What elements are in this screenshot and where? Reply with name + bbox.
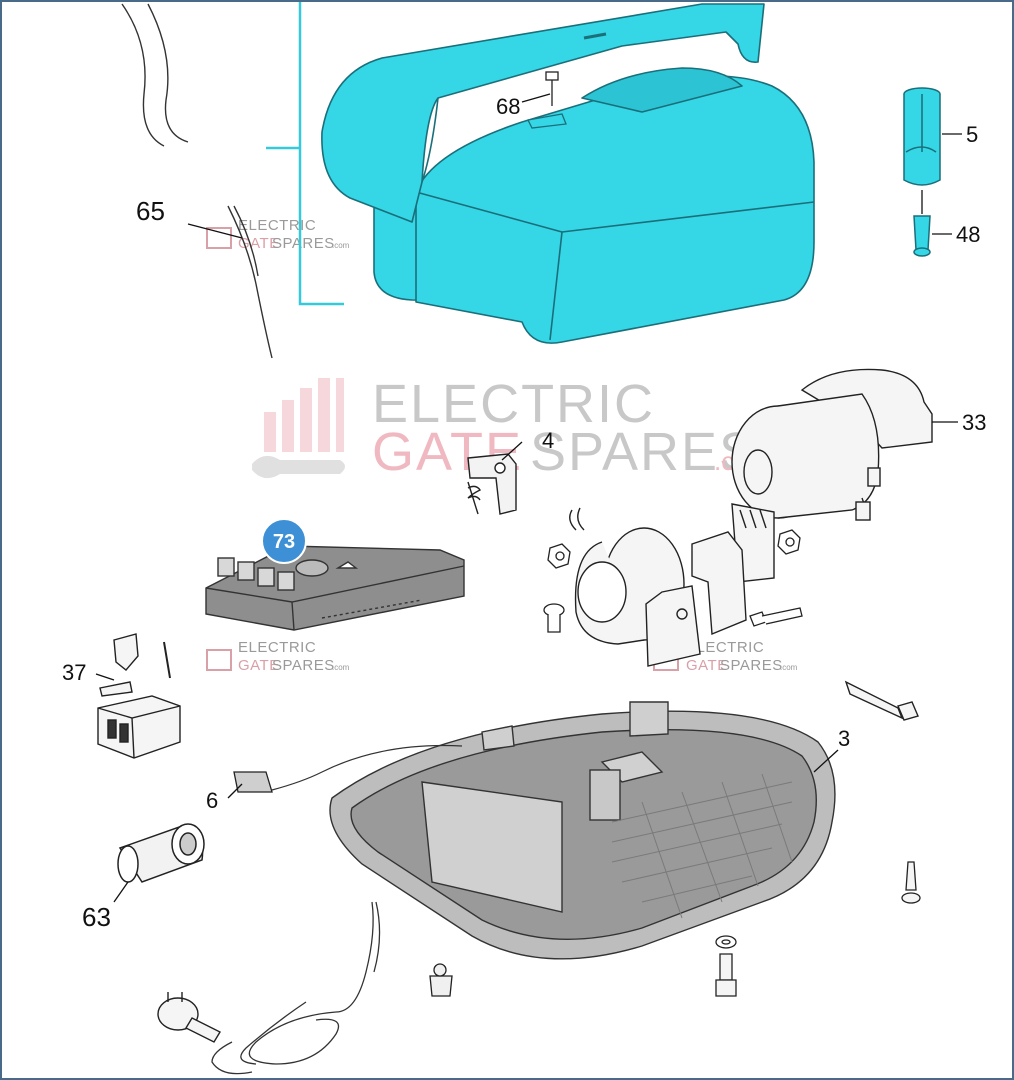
svg-text:GATE: GATE — [238, 657, 280, 674]
watermark-line2b: SPARES — [530, 422, 757, 482]
nut[interactable] — [547, 543, 571, 569]
electromagnet-assembly[interactable] — [569, 507, 747, 667]
screw-right[interactable] — [901, 861, 921, 904]
control-board-part-73[interactable] — [205, 545, 465, 631]
svg-text:ELECTRIC: ELECTRIC — [238, 639, 316, 656]
svg-text:ELECTRIC: ELECTRIC — [238, 217, 316, 234]
pad-part-6[interactable] — [233, 771, 273, 793]
svg-text:ELECTRIC: ELECTRIC — [686, 639, 764, 656]
label-4: 4 — [542, 428, 554, 453]
spindle-part-5[interactable] — [903, 87, 941, 186]
label-33: 33 — [962, 410, 986, 435]
plug-icon[interactable] — [157, 992, 221, 1043]
bolt-small[interactable] — [543, 603, 565, 633]
label-63: 63 — [82, 902, 111, 932]
bolt-mid[interactable] — [749, 607, 803, 627]
label-68: 68 — [496, 94, 520, 119]
limit-switch-part-4[interactable] — [467, 453, 517, 515]
watermark-large: ELECTRIC GATE SPARES .com — [252, 374, 770, 482]
long-bolt[interactable] — [844, 680, 919, 721]
watermark-small-mr: ELECTRIC GATE SPARES .com — [653, 639, 798, 674]
power-cable[interactable] — [211, 901, 381, 1075]
screw-68[interactable] — [527, 71, 567, 129]
terminal-block-part-37[interactable] — [97, 633, 181, 759]
svg-text:SPARES: SPARES — [272, 657, 335, 674]
nut-right[interactable] — [777, 529, 801, 555]
svg-text:.com: .com — [780, 663, 798, 672]
leader-lines — [95, 93, 962, 903]
svg-text:.com: .com — [332, 241, 350, 250]
label-37: 37 — [62, 660, 86, 685]
ferrite-part-63[interactable] — [117, 823, 205, 883]
watermark-small-ml: ELECTRIC GATE SPARES .com — [206, 639, 350, 674]
label-5: 5 — [966, 122, 978, 147]
base-housing-part-3[interactable] — [329, 701, 836, 960]
grommet[interactable] — [429, 963, 453, 997]
label-48: 48 — [956, 222, 980, 247]
wire-65[interactable] — [121, 3, 273, 359]
watermark-line1: ELECTRIC — [372, 374, 655, 434]
wire-6 — [271, 744, 463, 791]
washer[interactable] — [715, 935, 737, 949]
motor-cover[interactable] — [321, 3, 815, 344]
screw-part-48[interactable] — [913, 190, 931, 257]
gear-motor-part-33[interactable] — [731, 368, 933, 583]
badge-number: 73 — [273, 531, 295, 553]
label-6: 6 — [206, 788, 218, 813]
label-3: 3 — [838, 726, 850, 751]
label-65: 65 — [136, 196, 165, 226]
cover-bracket — [266, 2, 344, 306]
svg-text:SPARES: SPARES — [720, 657, 783, 674]
svg-text:GATE: GATE — [686, 657, 728, 674]
part-73-badge[interactable]: 73 — [261, 518, 307, 564]
watermark-logo-icon — [252, 378, 345, 479]
screw-bottom[interactable] — [715, 953, 737, 997]
svg-text:SPARES: SPARES — [272, 235, 335, 252]
svg-text:.com: .com — [332, 663, 350, 672]
